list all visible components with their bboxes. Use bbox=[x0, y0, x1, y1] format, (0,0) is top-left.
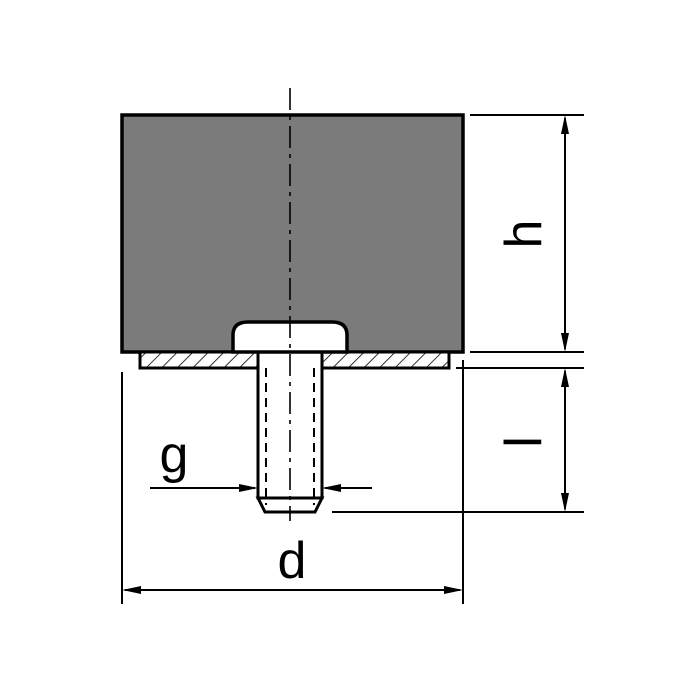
rubber-body bbox=[120, 113, 465, 354]
shank-tip bbox=[255, 496, 325, 514]
arrowhead-g-right bbox=[322, 484, 341, 492]
arrowhead-l-top bbox=[561, 368, 569, 387]
dim-label-h: h bbox=[495, 220, 553, 249]
arrowhead-g-left bbox=[239, 484, 258, 492]
arrowhead-d-left bbox=[122, 586, 141, 594]
arrowhead-l-bottom bbox=[561, 493, 569, 512]
dim-label-d: d bbox=[278, 532, 307, 590]
arrowhead-h-bottom bbox=[561, 333, 569, 352]
dim-label-l: l bbox=[495, 436, 553, 448]
arrowhead-h-top bbox=[561, 115, 569, 134]
dim-label-g: g bbox=[160, 426, 189, 484]
arrowhead-d-right bbox=[444, 586, 463, 594]
